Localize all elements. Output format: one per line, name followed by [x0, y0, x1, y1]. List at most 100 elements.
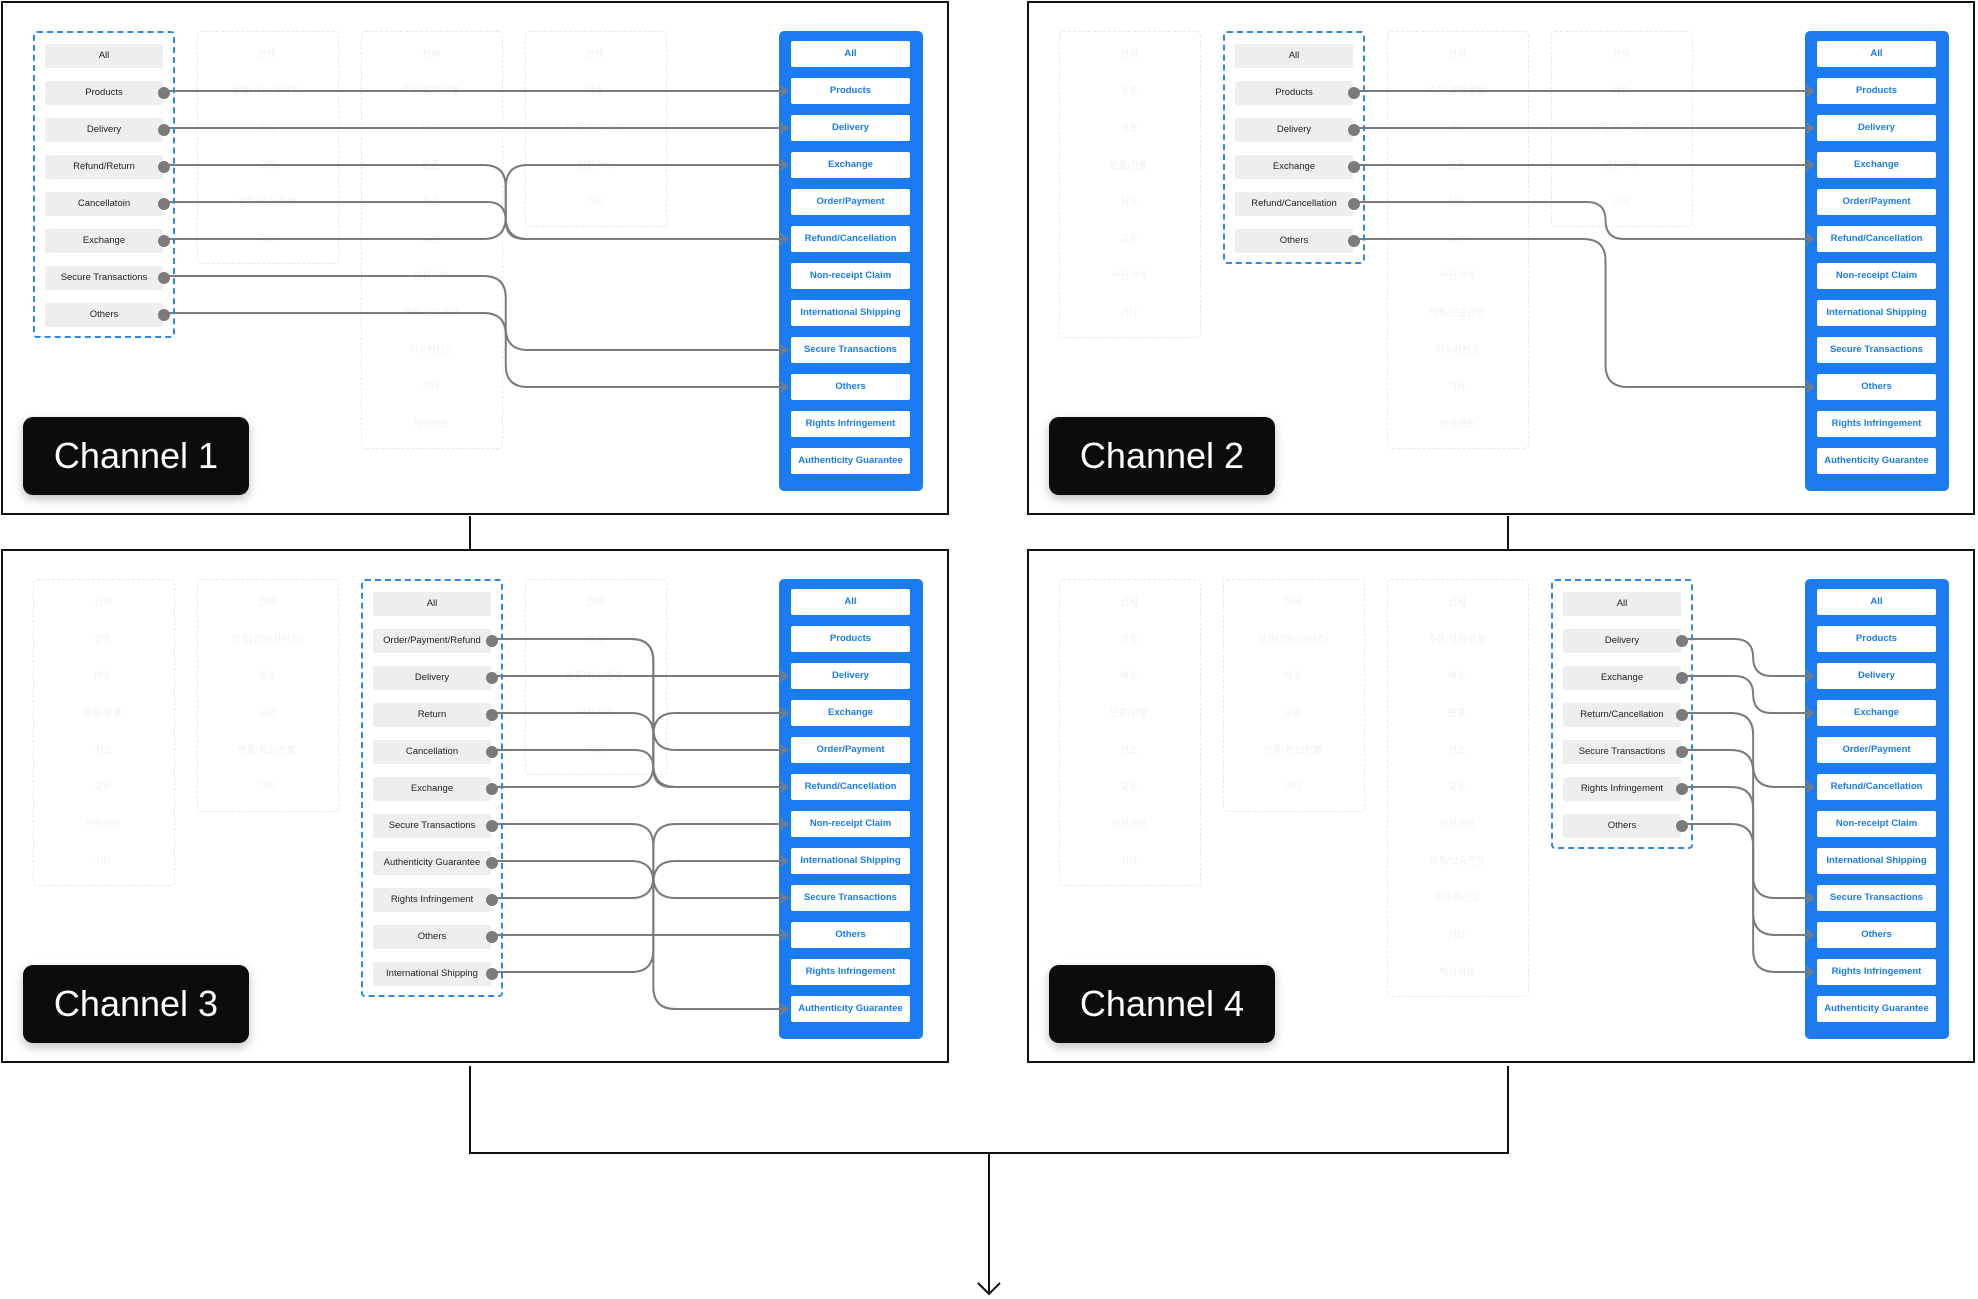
target-item-authenticity-guarantee[interactable]: Authenticity Guarantee	[1817, 996, 1936, 1022]
connector-dot-icon[interactable]	[1348, 87, 1360, 99]
source-item-all[interactable]: All	[373, 592, 491, 616]
source-item-authenticity-guarantee[interactable]: Authenticity Guarantee	[373, 851, 498, 875]
target-item-all[interactable]: All	[791, 41, 910, 67]
connector-dot-icon[interactable]	[486, 857, 498, 869]
connector-dot-icon[interactable]	[158, 235, 170, 247]
target-item-refund-cancellation[interactable]: Refund/Cancellation	[791, 226, 910, 252]
target-item-order-payment[interactable]: Order/Payment	[791, 189, 910, 215]
source-item-cancellation[interactable]: Cancellation	[373, 740, 498, 764]
connector-dot-icon[interactable]	[486, 968, 498, 980]
source-item-delivery[interactable]: Delivery	[45, 118, 170, 142]
connector-dot-icon[interactable]	[486, 783, 498, 795]
target-item-international-shipping[interactable]: International Shipping	[1817, 848, 1936, 874]
target-item-international-shipping[interactable]: International Shipping	[791, 848, 910, 874]
target-item-delivery[interactable]: Delivery	[1817, 115, 1936, 141]
target-item-exchange[interactable]: Exchange	[1817, 700, 1936, 726]
source-item-rights-infringement[interactable]: Rights Infringement	[1563, 777, 1688, 801]
connector-dot-icon[interactable]	[486, 635, 498, 647]
source-item-secure-transactions[interactable]: Secure Transactions	[45, 266, 170, 290]
source-item-delivery[interactable]: Delivery	[373, 666, 498, 690]
connector-dot-icon[interactable]	[1676, 783, 1688, 795]
source-item-cancellatoin[interactable]: Cancellatoin	[45, 192, 170, 216]
connector-dot-icon[interactable]	[486, 820, 498, 832]
connector-dot-icon[interactable]	[158, 309, 170, 321]
connector-dot-icon[interactable]	[1676, 709, 1688, 721]
connector-dot-icon[interactable]	[1676, 746, 1688, 758]
target-item-others[interactable]: Others	[791, 374, 910, 400]
source-item-delivery[interactable]: Delivery	[1235, 118, 1360, 142]
target-item-others[interactable]: Others	[791, 922, 910, 948]
target-item-products[interactable]: Products	[791, 626, 910, 652]
source-item-return[interactable]: Return	[373, 703, 498, 727]
target-item-exchange[interactable]: Exchange	[1817, 152, 1936, 178]
source-item-all[interactable]: All	[45, 44, 163, 68]
target-item-rights-infringement[interactable]: Rights Infringement	[1817, 411, 1936, 437]
source-item-secure-transactions[interactable]: Secure Transactions	[1563, 740, 1688, 764]
connector-dot-icon[interactable]	[486, 746, 498, 758]
source-item-rights-infringement[interactable]: Rights Infringement	[373, 888, 498, 912]
source-item-international-shipping[interactable]: International Shipping	[373, 962, 498, 986]
connector-dot-icon[interactable]	[486, 894, 498, 906]
connector-dot-icon[interactable]	[158, 272, 170, 284]
source-item-products[interactable]: Products	[1235, 81, 1360, 105]
target-item-products[interactable]: Products	[1817, 626, 1936, 652]
connector-dot-icon[interactable]	[1348, 198, 1360, 210]
target-item-order-payment[interactable]: Order/Payment	[1817, 737, 1936, 763]
connector-dot-icon[interactable]	[1676, 672, 1688, 684]
source-item-delivery[interactable]: Delivery	[1563, 629, 1688, 653]
target-item-international-shipping[interactable]: International Shipping	[1817, 300, 1936, 326]
target-item-rights-infringement[interactable]: Rights Infringement	[791, 959, 910, 985]
connector-dot-icon[interactable]	[486, 709, 498, 721]
target-item-refund-cancellation[interactable]: Refund/Cancellation	[791, 774, 910, 800]
source-item-refund-return[interactable]: Refund/Return	[45, 155, 170, 179]
target-item-international-shipping[interactable]: International Shipping	[791, 300, 910, 326]
source-item-secure-transactions[interactable]: Secure Transactions	[373, 814, 498, 838]
target-item-all[interactable]: All	[791, 589, 910, 615]
target-item-non-receipt-claim[interactable]: Non-receipt Claim	[1817, 811, 1936, 837]
target-item-non-receipt-claim[interactable]: Non-receipt Claim	[1817, 263, 1936, 289]
source-item-all[interactable]: All	[1235, 44, 1353, 68]
connector-dot-icon[interactable]	[486, 931, 498, 943]
target-item-products[interactable]: Products	[1817, 78, 1936, 104]
source-item-return-cancellation[interactable]: Return/Cancellation	[1563, 703, 1688, 727]
target-item-all[interactable]: All	[1817, 589, 1936, 615]
connector-dot-icon[interactable]	[1676, 820, 1688, 832]
target-item-products[interactable]: Products	[791, 78, 910, 104]
target-item-non-receipt-claim[interactable]: Non-receipt Claim	[791, 811, 910, 837]
target-item-others[interactable]: Others	[1817, 374, 1936, 400]
target-item-exchange[interactable]: Exchange	[791, 152, 910, 178]
target-item-order-payment[interactable]: Order/Payment	[791, 737, 910, 763]
source-item-order-payment-refund[interactable]: Order/Payment/Refund	[373, 629, 498, 653]
connector-dot-icon[interactable]	[158, 87, 170, 99]
source-item-exchange[interactable]: Exchange	[1235, 155, 1360, 179]
source-item-others[interactable]: Others	[45, 303, 170, 327]
connector-dot-icon[interactable]	[158, 198, 170, 210]
connector-dot-icon[interactable]	[1348, 235, 1360, 247]
target-item-secure-transactions[interactable]: Secure Transactions	[791, 337, 910, 363]
target-item-rights-infringement[interactable]: Rights Infringement	[791, 411, 910, 437]
source-item-all[interactable]: All	[1563, 592, 1681, 616]
target-item-exchange[interactable]: Exchange	[791, 700, 910, 726]
connector-dot-icon[interactable]	[1348, 124, 1360, 136]
target-item-non-receipt-claim[interactable]: Non-receipt Claim	[791, 263, 910, 289]
connector-dot-icon[interactable]	[158, 124, 170, 136]
source-item-others[interactable]: Others	[1235, 229, 1360, 253]
target-item-authenticity-guarantee[interactable]: Authenticity Guarantee	[791, 448, 910, 474]
source-item-exchange[interactable]: Exchange	[373, 777, 498, 801]
target-item-secure-transactions[interactable]: Secure Transactions	[791, 885, 910, 911]
target-item-refund-cancellation[interactable]: Refund/Cancellation	[1817, 226, 1936, 252]
target-item-order-payment[interactable]: Order/Payment	[1817, 189, 1936, 215]
connector-dot-icon[interactable]	[1676, 635, 1688, 647]
target-item-authenticity-guarantee[interactable]: Authenticity Guarantee	[1817, 448, 1936, 474]
target-item-secure-transactions[interactable]: Secure Transactions	[1817, 337, 1936, 363]
connector-dot-icon[interactable]	[158, 161, 170, 173]
target-item-secure-transactions[interactable]: Secure Transactions	[1817, 885, 1936, 911]
target-item-delivery[interactable]: Delivery	[1817, 663, 1936, 689]
source-item-others[interactable]: Others	[373, 925, 498, 949]
target-item-authenticity-guarantee[interactable]: Authenticity Guarantee	[791, 996, 910, 1022]
source-item-exchange[interactable]: Exchange	[1563, 666, 1688, 690]
target-item-delivery[interactable]: Delivery	[791, 663, 910, 689]
source-item-refund-cancellation[interactable]: Refund/Cancellation	[1235, 192, 1360, 216]
source-item-exchange[interactable]: Exchange	[45, 229, 170, 253]
connector-dot-icon[interactable]	[1348, 161, 1360, 173]
